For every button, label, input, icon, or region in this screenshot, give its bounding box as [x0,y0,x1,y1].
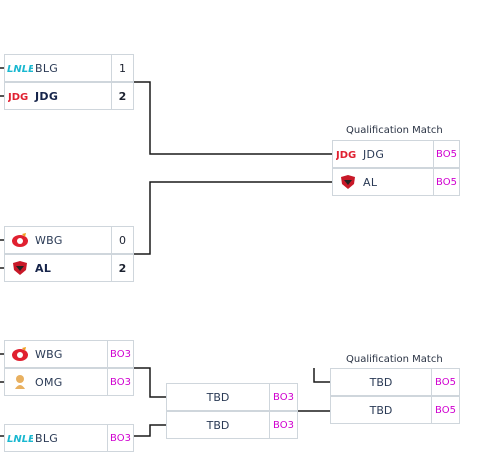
team-row-al-qual[interactable]: AL BO5 [332,168,460,196]
team-row-tbd-qual-b[interactable]: TBD BO5 [330,396,460,424]
team-row-jdg-qual[interactable]: JDG JDG BO5 [332,140,460,168]
team-row-tbd-qual-a[interactable]: TBD BO5 [330,368,460,396]
team-score: 2 [111,83,133,109]
svg-text:JDG: JDG [8,92,28,102]
team-score: 0 [111,227,133,253]
svg-text:LNLE: LNLE [7,64,33,74]
bracket-canvas: LNLE BLG 1 JDG JDG 2 WBG 0 AL 2 Qualific… [0,54,460,452]
team-row-tbd-semi-a[interactable]: TBD BO3 [166,383,298,411]
svg-text:JDG: JDG [336,150,356,160]
team-row-wbg[interactable]: WBG 0 [4,226,134,254]
team-name: WBG [35,233,63,247]
best-of-badge: BO3 [269,384,297,410]
team-name: BLG [35,431,59,445]
best-of-badge: BO5 [431,369,459,395]
best-of-badge: BO3 [107,341,133,367]
wbg-logo-icon [5,227,35,253]
team-row-blg[interactable]: LNLE BLG 1 [4,54,134,82]
best-of-badge: BO3 [107,369,133,395]
al-logo-icon [333,169,363,195]
team-row-tbd-semi-b[interactable]: TBD BO3 [166,411,298,439]
jdg-logo-icon: JDG [333,141,363,167]
team-row-omg[interactable]: OMG BO3 [4,368,134,396]
best-of-badge: BO5 [433,141,459,167]
team-name: BLG [35,61,59,75]
team-name: TBD [369,403,393,417]
team-name: JDG [35,89,59,103]
best-of-badge: BO5 [433,169,459,195]
team-row-jdg[interactable]: JDG JDG 2 [4,82,134,110]
team-name: OMG [35,375,63,389]
team-name: TBD [206,418,230,432]
jdg-logo-icon: JDG [5,83,35,109]
svg-text:LNLE: LNLE [7,434,33,444]
team-row-blg-lower[interactable]: LNLE BLG BO3 [4,424,134,452]
omg-logo-icon [5,369,35,395]
team-name: AL [35,261,52,275]
team-score: 1 [111,55,133,81]
wbg-logo-icon [5,341,35,367]
best-of-badge: BO3 [107,425,133,451]
team-score: 2 [111,255,133,281]
team-name: TBD [369,375,393,389]
blg-logo-icon: LNLE [5,55,35,81]
qualification-match-label: Qualification Match [346,354,443,365]
bracket-connector-lines [0,67,332,437]
blg-logo-icon: LNLE [5,425,35,451]
best-of-badge: BO3 [269,412,297,438]
al-logo-icon [5,255,35,281]
team-name: JDG [363,147,385,161]
team-row-al[interactable]: AL 2 [4,254,134,282]
team-name: WBG [35,347,63,361]
best-of-badge: BO5 [431,397,459,423]
team-name: AL [363,175,378,189]
qualification-match-label: Qualification Match [346,125,443,136]
team-name: TBD [206,390,230,404]
team-row-wbg-lower[interactable]: WBG BO3 [4,340,134,368]
